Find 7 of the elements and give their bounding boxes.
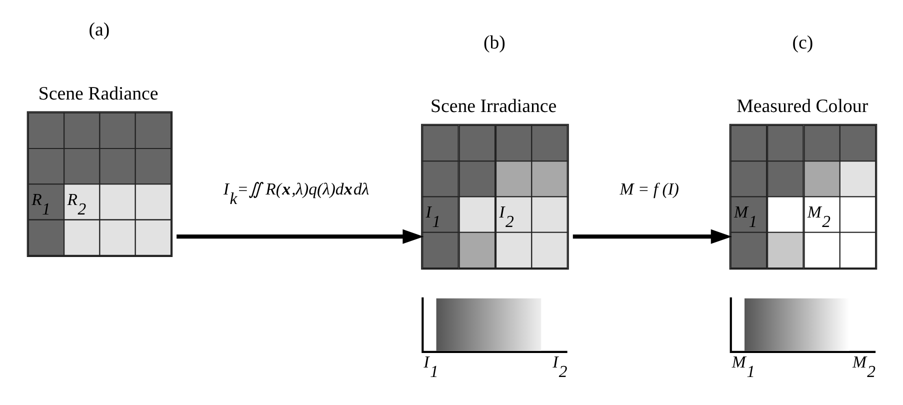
node-label: Scene Radiance (38, 84, 158, 105)
node-label: Measured Colour (736, 96, 868, 118)
node-label: Scene Irradiance (430, 96, 556, 118)
edge-label: M = f (I) (619, 179, 679, 198)
label: (c) (792, 32, 813, 54)
label: (b) (482, 32, 505, 54)
label: (a) (88, 20, 110, 41)
